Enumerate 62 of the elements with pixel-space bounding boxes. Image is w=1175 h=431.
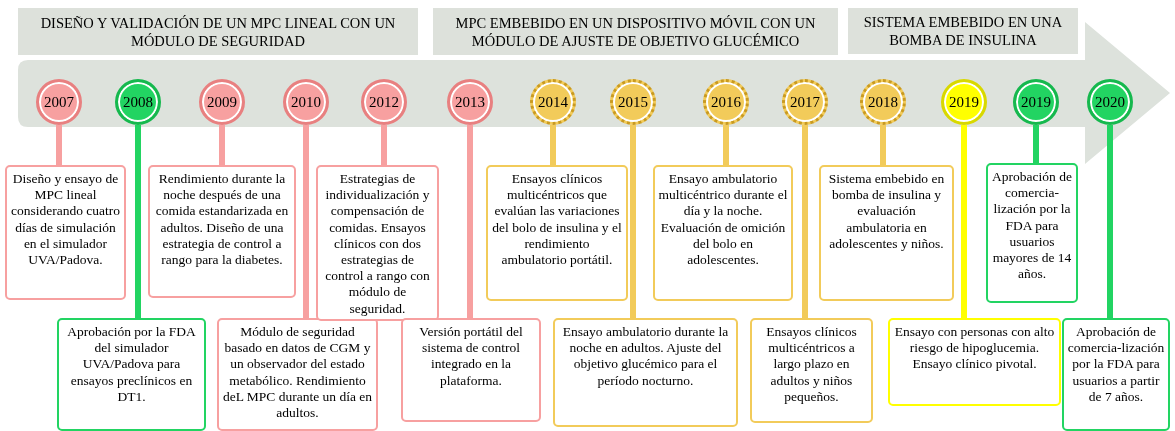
event-description: Ensayos clínicos multicéntricos a largo plazo en adultos y niños pequeños. <box>765 324 858 405</box>
connector-stem <box>550 125 556 165</box>
year-label: 2009 <box>207 93 237 111</box>
year-label: 2014 <box>538 93 568 111</box>
year-label: 2019 <box>1021 93 1051 111</box>
phase-banner <box>18 8 418 55</box>
connector-stem <box>467 125 473 318</box>
year-label: 2013 <box>455 93 485 111</box>
event-box <box>57 318 206 431</box>
year-label: 2016 <box>711 93 741 111</box>
phase-title: SISTEMA EMBEBIDO EN UNA BOMBA DE INSULINA <box>862 13 1064 49</box>
event-description: Diseño y ensayo de MPC lineal considerando cuatro días de simulación en el simulador UVA/Padova. <box>10 171 121 269</box>
phase-banner <box>433 8 838 55</box>
event-box <box>653 165 793 301</box>
year-label: 2012 <box>369 93 399 111</box>
event-description: Sistema embebido en bomba de insulina y evaluación ambulatoria en adolescentes y niños. <box>827 171 946 252</box>
event-box <box>401 318 541 422</box>
connector-stem <box>723 125 729 165</box>
event-description: Rendimiento durante la noche después de una comida estandarizada en adultos. Diseño de una estrategia de control a rango para la diabetes. <box>154 171 290 269</box>
connector-stem <box>880 125 886 165</box>
year-label: 2015 <box>618 93 648 111</box>
event-description: Módulo de seguridad basado en datos de CGM y un observador del estado metabólico. Rendimiento deL MPC durante un día en adultos. <box>222 324 373 422</box>
connector-stem <box>630 125 636 318</box>
connector-stem <box>961 125 967 318</box>
connector-stem <box>802 125 808 318</box>
connector-stem <box>1033 125 1039 163</box>
year-label: 2020 <box>1095 93 1125 111</box>
event-box <box>986 163 1078 303</box>
event-box <box>217 318 378 431</box>
event-description: Versión portátil del sistema de control integrado en la plataforma. <box>418 324 524 389</box>
year-label: 2018 <box>868 93 898 111</box>
year-label: 2017 <box>790 93 820 111</box>
event-box <box>148 165 296 298</box>
phase-banner <box>848 8 1078 54</box>
event-description: Aprobación de comercia-lización por la FDA para usuarios a partir de 7 años. <box>1067 324 1165 405</box>
phase-title: DISEÑO Y VALIDACIÓN DE UN MPC LINEAL CON UN MÓDULO DE SEGURIDAD <box>39 13 397 50</box>
event-box <box>888 318 1061 406</box>
event-box <box>819 165 954 301</box>
year-label: 2007 <box>44 93 74 111</box>
year-label: 2010 <box>291 93 321 111</box>
connector-stem <box>219 125 225 165</box>
phase-title: MPC EMBEBIDO EN UN DISPOSITIVO MÓVIL CON UN MÓDULO DE AJUSTE DE OBJETIVO GLUCÉMICO <box>454 13 817 50</box>
year-label: 2019 <box>949 93 979 111</box>
event-description: Ensayo con personas con alto riesgo de hipoglucemia. Ensayo clínico pivotal. <box>893 324 1056 373</box>
event-description: Ensayos clínicos multicéntricos que evalúan las variaciones del bolo de insulina y el rendimiento ambulatorio portátil. <box>491 171 623 269</box>
event-description: Estrategias de individualización y compensación de comidas. Ensayos clínicos con dos estrategias de control a rango con módulo de seguridad. <box>324 171 431 317</box>
event-description: Ensayo ambulatorio durante la noche en adultos. Ajuste del objetivo glucémico para el período nocturno. <box>561 324 730 389</box>
event-box <box>1062 318 1170 431</box>
event-box <box>316 165 439 321</box>
event-description: Aprobación por la FDA del simulador UVA/Padova para ensayos preclínicos en DT1. <box>66 324 197 405</box>
connector-stem <box>381 125 387 165</box>
event-description: Aprobación de comercia-lización por la FDA para usuarios mayores de 14 años. <box>991 169 1073 283</box>
event-description: Ensayo ambulatorio multicéntrico durante el día y la noche. Evaluación de omición del bolo en adolescentes. <box>658 171 788 269</box>
connector-stem <box>56 125 62 165</box>
connector-stem <box>303 125 309 318</box>
event-box <box>5 165 126 300</box>
event-box <box>750 318 873 423</box>
connector-stem <box>135 125 141 318</box>
event-box <box>486 165 628 301</box>
event-box <box>553 318 738 427</box>
year-label: 2008 <box>123 93 153 111</box>
connector-stem <box>1107 125 1113 318</box>
